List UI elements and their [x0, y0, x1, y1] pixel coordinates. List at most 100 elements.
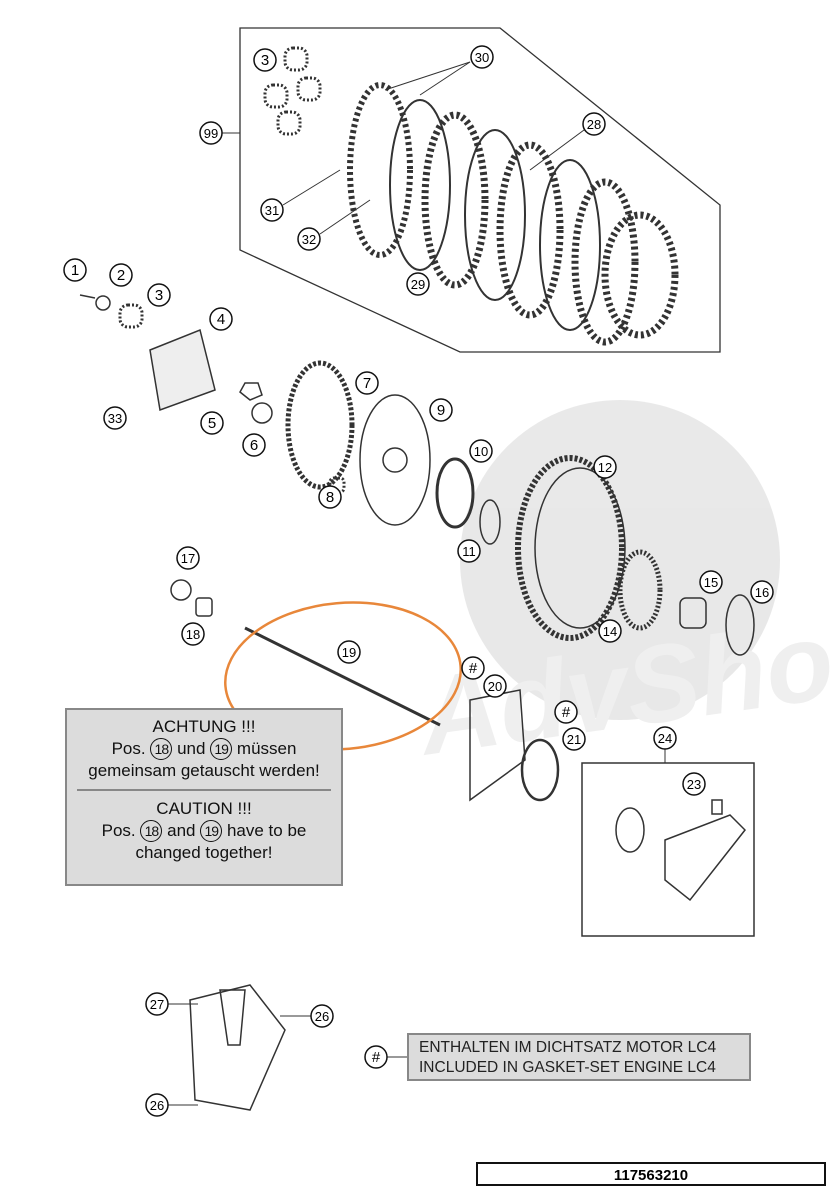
caution-text: have to be: [226, 821, 307, 840]
callout-label: 10: [474, 444, 488, 459]
callout-label: 32: [302, 232, 316, 247]
callout-label: 5: [208, 415, 216, 432]
callout-label: 30: [475, 50, 489, 65]
callout-2: 2: [109, 263, 133, 287]
callout-label: #: [469, 660, 478, 677]
part-number: 117563210: [476, 1162, 826, 1186]
caution-title-en: CAUTION !!!: [156, 799, 252, 818]
callout-label: 20: [488, 679, 502, 694]
callout-12: 12: [593, 455, 617, 479]
caution-line-de: Pos. 18 und 19 müssen: [67, 738, 341, 760]
callout-label: 4: [217, 311, 225, 328]
callout-label: 19: [342, 645, 356, 660]
clutch-plates: [347, 82, 679, 346]
callout-28: 28: [582, 112, 606, 136]
callout-6: 6: [242, 433, 266, 457]
callout-gasket: #: [364, 1045, 388, 1069]
callout-label: 26: [315, 1009, 329, 1024]
ref-18: 18: [140, 820, 163, 842]
callout-label: 1: [71, 262, 79, 279]
callout-label: 17: [181, 551, 195, 566]
callout-19: 19: [337, 640, 361, 664]
highlight-ellipse: [224, 601, 462, 751]
caution-line-en-2: changed together!: [135, 843, 273, 862]
legend-line-de: ENTHALTEN IM DICHTSATZ MOTOR LC4: [419, 1039, 717, 1056]
callout-4: 4: [209, 307, 233, 331]
callout-18: 18: [181, 622, 205, 646]
callout-31: 31: [260, 198, 284, 222]
caution-text: und: [177, 739, 206, 758]
springs: [118, 46, 346, 494]
callout-label: 28: [587, 117, 601, 132]
caution-note: ACHTUNG !!! Pos. 18 und 19 müssen gemein…: [65, 708, 343, 886]
callout-23: 23: [682, 772, 706, 796]
callout-label: 31: [265, 203, 279, 218]
callout-label: 16: [755, 585, 769, 600]
callout-label: 3: [261, 52, 269, 69]
callout-label: 99: [204, 126, 218, 141]
callout-21: 21: [562, 727, 586, 751]
callout-label: 6: [250, 437, 258, 454]
callout-33: 33: [103, 406, 127, 430]
callout-8: 8: [318, 485, 342, 509]
caution-line-de-2: gemeinsam getauscht werden!: [88, 761, 320, 780]
callout-label: 24: [658, 731, 672, 746]
callout-11: 11: [457, 539, 481, 563]
callout-label: 23: [687, 777, 701, 792]
caution-text: Pos.: [101, 821, 136, 840]
clutch-parts: [79, 294, 755, 1111]
callout-label: 26: [150, 1098, 164, 1113]
callout-32: 32: [297, 227, 321, 251]
callout-gasket: #: [461, 656, 485, 680]
callout-9: 9: [429, 398, 453, 422]
callout-26: 26: [310, 1004, 334, 1028]
callout-label: 12: [598, 460, 612, 475]
callout-1: 1: [63, 258, 87, 282]
callout-gasket: #: [554, 700, 578, 724]
callout-label: 2: [117, 267, 125, 284]
callout-label: 29: [411, 277, 425, 292]
clutch-kit-outline: [239, 27, 721, 353]
ref-19: 19: [210, 738, 233, 760]
caution-text: müssen: [236, 739, 297, 758]
callout-3: 3: [147, 283, 171, 307]
callout-24: 24: [653, 726, 677, 750]
callout-20: 20: [483, 674, 507, 698]
callout-label: 9: [437, 402, 445, 419]
callout-14: 14: [598, 619, 622, 643]
callout-27: 27: [145, 992, 169, 1016]
callout-label: 15: [704, 575, 718, 590]
callout-26: 26: [145, 1093, 169, 1117]
callout-16: 16: [750, 580, 774, 604]
leader-lines: [168, 61, 666, 1106]
callout-label: 27: [150, 997, 164, 1012]
caution-text: Pos.: [111, 739, 146, 758]
callout-30: 30: [470, 45, 494, 69]
callout-7: 7: [355, 371, 379, 395]
callout-3: 3: [253, 48, 277, 72]
callout-15: 15: [699, 570, 723, 594]
callout-label: 33: [108, 411, 122, 426]
ref-18: 18: [150, 738, 173, 760]
callout-label: 14: [603, 624, 617, 639]
callout-5: 5: [200, 411, 224, 435]
caution-line-en: Pos. 18 and 19 have to be: [67, 820, 341, 842]
callout-label: 7: [363, 375, 371, 392]
caution-text: and: [167, 821, 196, 840]
legend-line-en: INCLUDED IN GASKET-SET ENGINE LC4: [419, 1059, 716, 1076]
callout-label: 21: [567, 732, 581, 747]
ref-19: 19: [200, 820, 223, 842]
callout-label: #: [372, 1049, 381, 1066]
gasket-set-legend: ENTHALTEN IM DICHTSATZ MOTOR LC4 INCLUDE…: [407, 1033, 751, 1081]
callout-17: 17: [176, 546, 200, 570]
callout-99: 99: [199, 121, 223, 145]
callout-10: 10: [469, 439, 493, 463]
callout-label: 18: [186, 627, 200, 642]
callout-label: 3: [155, 287, 163, 304]
callout-label: 11: [462, 544, 476, 559]
caution-title-de: ACHTUNG !!!: [152, 717, 256, 736]
callout-label: 8: [326, 489, 334, 506]
callout-29: 29: [406, 272, 430, 296]
